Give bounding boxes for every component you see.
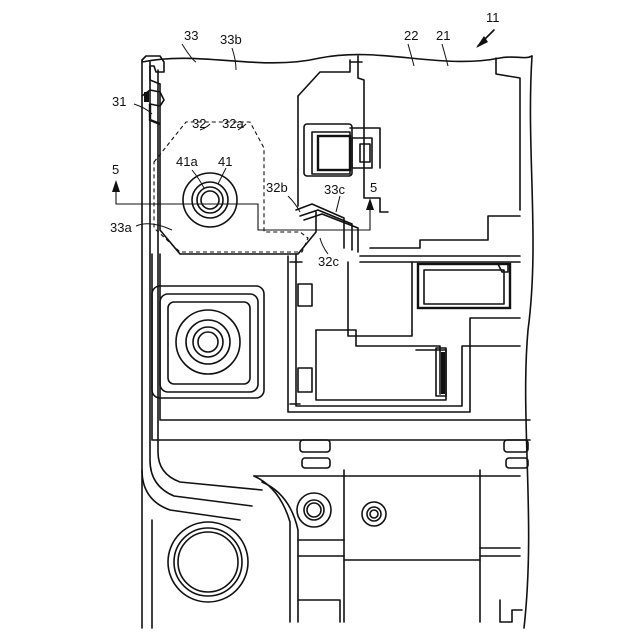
square-button (152, 286, 264, 398)
lower-area (168, 440, 528, 622)
label-11: 11 (486, 10, 500, 25)
label-21: 21 (436, 28, 450, 43)
label-22: 22 (404, 28, 418, 43)
label-32b: 32b (266, 180, 288, 195)
label-31: 31 (112, 94, 126, 109)
leader-lines (134, 30, 494, 254)
label-33c: 33c (324, 182, 345, 197)
label-32c: 32c (318, 254, 339, 269)
label-5-left: 5 (112, 162, 119, 177)
label-32a: 32a (222, 116, 244, 131)
label-33a: 33a (110, 220, 132, 235)
label-5-right: 5 (370, 180, 377, 195)
inner-frame (152, 216, 530, 440)
label-33: 33 (184, 28, 198, 43)
label-41: 41 (218, 154, 232, 169)
label-33b: 33b (220, 32, 242, 47)
label-41a: 41a (176, 154, 198, 169)
outer-casing-21 (142, 55, 533, 628)
label-32: 32 (192, 116, 206, 131)
